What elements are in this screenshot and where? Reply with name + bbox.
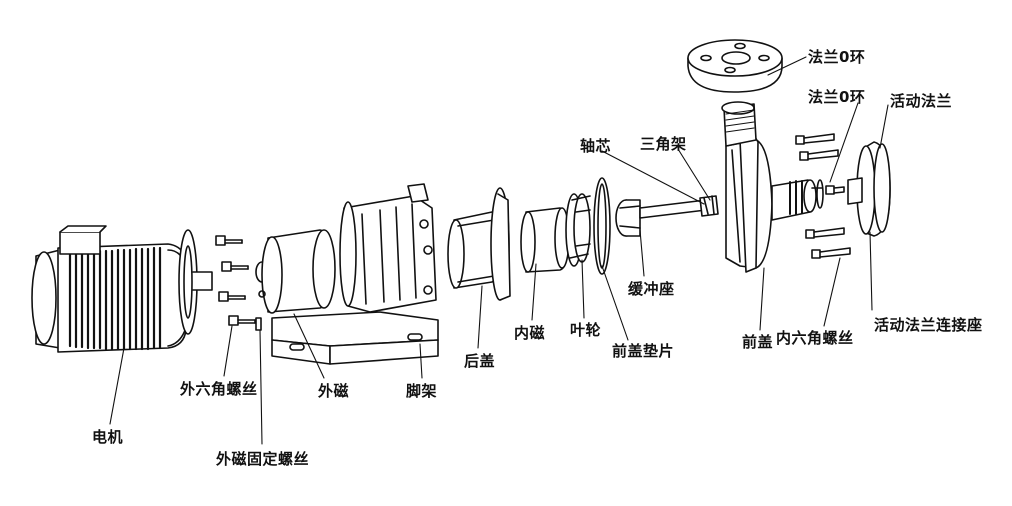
motor-part xyxy=(31,225,213,353)
shaft-part xyxy=(639,199,709,219)
impeller-part xyxy=(565,193,591,267)
tripod-part xyxy=(699,195,719,217)
label-tripod: 三角架 xyxy=(640,135,687,153)
label-inner-magnet: 内磁 xyxy=(514,324,546,342)
inner-hex-screws-part xyxy=(795,133,851,259)
buffer-seat-part xyxy=(615,199,641,237)
outer-magnet-part xyxy=(255,229,336,314)
leader-lines xyxy=(109,56,889,445)
rear-cover-part xyxy=(447,187,511,301)
label-hex-screws-outer: 外六角螺丝 xyxy=(180,380,258,398)
label-flange-o-ring-top: 法兰0环 xyxy=(808,48,866,66)
outer-hex-screws-part xyxy=(215,235,262,331)
label-buffer-seat: 缓冲座 xyxy=(628,280,675,298)
inner-magnet-part xyxy=(520,207,570,273)
label-outer-magnet-screw: 外磁固定螺丝 xyxy=(216,450,310,468)
front-cover-gasket-part xyxy=(593,177,611,275)
front-cover-part xyxy=(721,101,824,273)
label-shaft-core: 轴芯 xyxy=(580,137,612,155)
label-motor: 电机 xyxy=(92,428,124,446)
label-impeller: 叶轮 xyxy=(570,321,602,339)
label-hex-screws-inner: 内六角螺丝 xyxy=(776,329,854,347)
loose-flange-part xyxy=(847,141,891,237)
label-loose-flange-seat: 活动法兰连接座 xyxy=(874,316,983,334)
label-outer-magnet: 外磁 xyxy=(318,382,350,400)
label-front-cover-gasket: 前盖垫片 xyxy=(612,342,675,360)
top-flange-part xyxy=(687,39,783,93)
label-loose-flange: 活动法兰 xyxy=(890,92,953,110)
bracket-part xyxy=(271,183,439,365)
label-bracket: 脚架 xyxy=(406,382,438,400)
label-front-cover: 前盖 xyxy=(742,333,774,351)
label-flange-o-ring: 法兰0环 xyxy=(808,88,866,106)
label-rear-cover: 后盖 xyxy=(464,352,496,370)
